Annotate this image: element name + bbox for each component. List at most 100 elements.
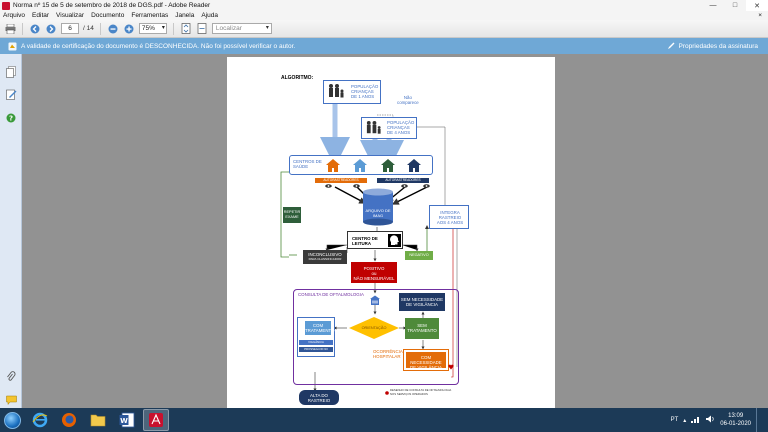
menu-editar[interactable]: Editar xyxy=(32,12,50,19)
algorithm-heading: ALGORITMO: xyxy=(281,75,314,81)
database-icon xyxy=(363,188,393,226)
language-indicator[interactable]: PT xyxy=(670,417,679,423)
adobe-reader-icon xyxy=(2,1,10,10)
fit-width-icon[interactable] xyxy=(196,23,208,35)
population-4-line1: POPULAÇÃO xyxy=(387,120,415,125)
eye-icon xyxy=(423,183,430,190)
population-0-1-line2: CRIANÇAS xyxy=(351,89,374,94)
negative-label: NEGATIVO xyxy=(409,253,429,257)
page-number-input[interactable]: 6 xyxy=(61,23,79,34)
zoom-select[interactable]: 75% xyxy=(138,23,167,34)
previous-page-icon[interactable] xyxy=(29,23,41,35)
continue-treatment-bar: PROSSEGUIR NO TRATAMENTO xyxy=(299,347,333,356)
taskbar-adobe-reader[interactable] xyxy=(143,409,169,431)
positive-line1: POSITIVO xyxy=(363,266,385,271)
no-show-line1: Não xyxy=(403,95,412,100)
repeat-exam-line1: REPETIR xyxy=(283,210,301,214)
help-panel-icon[interactable]: ? xyxy=(5,112,17,124)
house-icon-green xyxy=(380,158,396,175)
toolbar-separator xyxy=(22,22,23,35)
find-input[interactable]: Localizar xyxy=(211,23,272,34)
reading-centre-box: CENTRO DE LEITURA xyxy=(347,231,403,249)
signature-properties-button[interactable]: Propriedades da assinatura xyxy=(667,41,758,52)
negative-box: NEGATIVO xyxy=(405,251,433,260)
with-surveillance-line2: DE VIGILÂNCIA xyxy=(410,365,442,370)
screeners-strip-right: AUTORASTREADORES xyxy=(377,178,429,183)
windows-taskbar: W PT ▴ 13:09 06-01-2020 xyxy=(0,408,768,432)
minimize-button[interactable]: — xyxy=(709,2,717,9)
with-surveillance-frame: COM NECESSIDADE DE VIGILÂNCIA xyxy=(403,349,449,371)
signature-message: A validade de certificação do documento … xyxy=(21,42,296,50)
system-tray: PT ▴ 13:09 06-01-2020 xyxy=(671,408,768,432)
house-icon-orange xyxy=(325,158,341,175)
taskbar-firefox[interactable] xyxy=(56,409,82,431)
folder-icon xyxy=(90,414,106,427)
taskbar-internet-explorer[interactable] xyxy=(27,409,53,431)
taskbar-word[interactable]: W xyxy=(114,409,140,431)
menu-ajuda[interactable]: Ajuda xyxy=(201,12,218,19)
start-button[interactable] xyxy=(0,408,24,432)
attachments-icon[interactable] xyxy=(5,370,17,382)
orientation-diamond: ORIENTAÇÃO xyxy=(349,317,399,339)
close-button[interactable]: ✕ xyxy=(746,0,768,11)
with-treatment-box: COM TRATAMENTO xyxy=(305,321,335,335)
positive-line3: NÃO MENSURÁVEL xyxy=(353,276,395,281)
signatures-panel-icon[interactable] xyxy=(5,88,17,100)
word-icon: W xyxy=(119,412,135,428)
close-document-button[interactable]: × xyxy=(758,12,762,19)
next-page-icon[interactable] xyxy=(45,23,57,35)
orientation-label: ORIENTAÇÃO xyxy=(361,325,387,330)
pages-panel-icon[interactable] xyxy=(5,66,17,78)
toolbar-separator xyxy=(99,22,101,35)
family-icon xyxy=(365,120,382,139)
comments-icon[interactable] xyxy=(5,394,17,406)
with-surveillance-box: COM NECESSIDADE DE VIGILÂNCIA xyxy=(406,352,446,370)
eye-icon xyxy=(401,183,408,190)
no-show-line2: comparece xyxy=(397,100,419,105)
document-area[interactable]: ALGORITMO: xyxy=(22,54,768,408)
navigation-pane: ? xyxy=(0,54,22,408)
volume-icon[interactable] xyxy=(706,415,715,425)
without-treatment-line1: SEM xyxy=(417,323,427,328)
reading-centre-line1: CENTRO DE xyxy=(352,236,378,241)
image-archive: ARQUIVO DE IMAG xyxy=(361,188,395,226)
tray-arrow-icon[interactable]: ▴ xyxy=(683,417,687,424)
menu-janela[interactable]: Janela xyxy=(175,12,195,19)
windows-orb-icon xyxy=(3,411,21,429)
title-bar: Norma nº 15 de 5 de setembro de 2018 de … xyxy=(0,0,768,11)
repeat-exam-line2: EXAME xyxy=(285,215,299,219)
population-0-1-line1: POPULAÇÃO xyxy=(351,84,379,89)
hospital-occurrence-line2: HOSPITALAR xyxy=(373,354,401,359)
menu-arquivo[interactable]: Arquivo xyxy=(3,12,26,19)
menu-documento[interactable]: Documento xyxy=(91,12,125,19)
maximize-button[interactable]: □ xyxy=(732,2,738,9)
discharge-line1: ALTA DO xyxy=(310,392,328,398)
footnote-line1: DESENHO DE CONSULTA DE OFTALMOLOGIA xyxy=(390,388,452,392)
diamond-shape xyxy=(349,317,399,339)
hospital-occurrence-line1: OCORRÊNCIA xyxy=(373,349,403,354)
print-icon[interactable] xyxy=(4,23,16,35)
archive-line2: IMAG xyxy=(372,213,384,218)
network-icon[interactable] xyxy=(691,415,701,425)
health-centres-box: CENTROS DE SAÚDE xyxy=(289,155,433,175)
menu-visualizar[interactable]: Visualizar xyxy=(56,12,85,19)
no-surveillance-line1: SEM NECESSIDADE xyxy=(400,297,444,302)
clock-date: 06-01-2020 xyxy=(720,421,751,427)
zoom-out-icon[interactable] xyxy=(107,23,119,35)
firefox-icon xyxy=(62,413,76,427)
show-desktop-button[interactable] xyxy=(756,408,762,432)
menu-ferramentas[interactable]: Ferramentas xyxy=(131,12,169,19)
archive-line1: ARQUIVO DE xyxy=(365,208,391,213)
population-0-1-box: POPULAÇÃO CRIANÇAS DE 1 ANOS xyxy=(323,80,381,104)
taskbar-file-explorer[interactable] xyxy=(85,409,111,431)
zoom-in-icon[interactable] xyxy=(123,23,135,35)
screening-4-years-box: INTEGRA RASTREIO AOS 4 ANOS xyxy=(429,205,469,229)
ophthalmology-title: CONSULTA DE OFTALMOLOGIA xyxy=(298,292,364,297)
heart-marker-icon xyxy=(448,364,454,372)
clock[interactable]: 13:09 06-01-2020 xyxy=(720,412,751,428)
signature-bar: A validade de certificação do documento … xyxy=(0,38,768,54)
menu-bar: Arquivo Editar Visualizar Documento Ferr… xyxy=(0,11,768,20)
fit-page-icon[interactable] xyxy=(180,23,192,35)
hospital-icon xyxy=(369,295,381,307)
